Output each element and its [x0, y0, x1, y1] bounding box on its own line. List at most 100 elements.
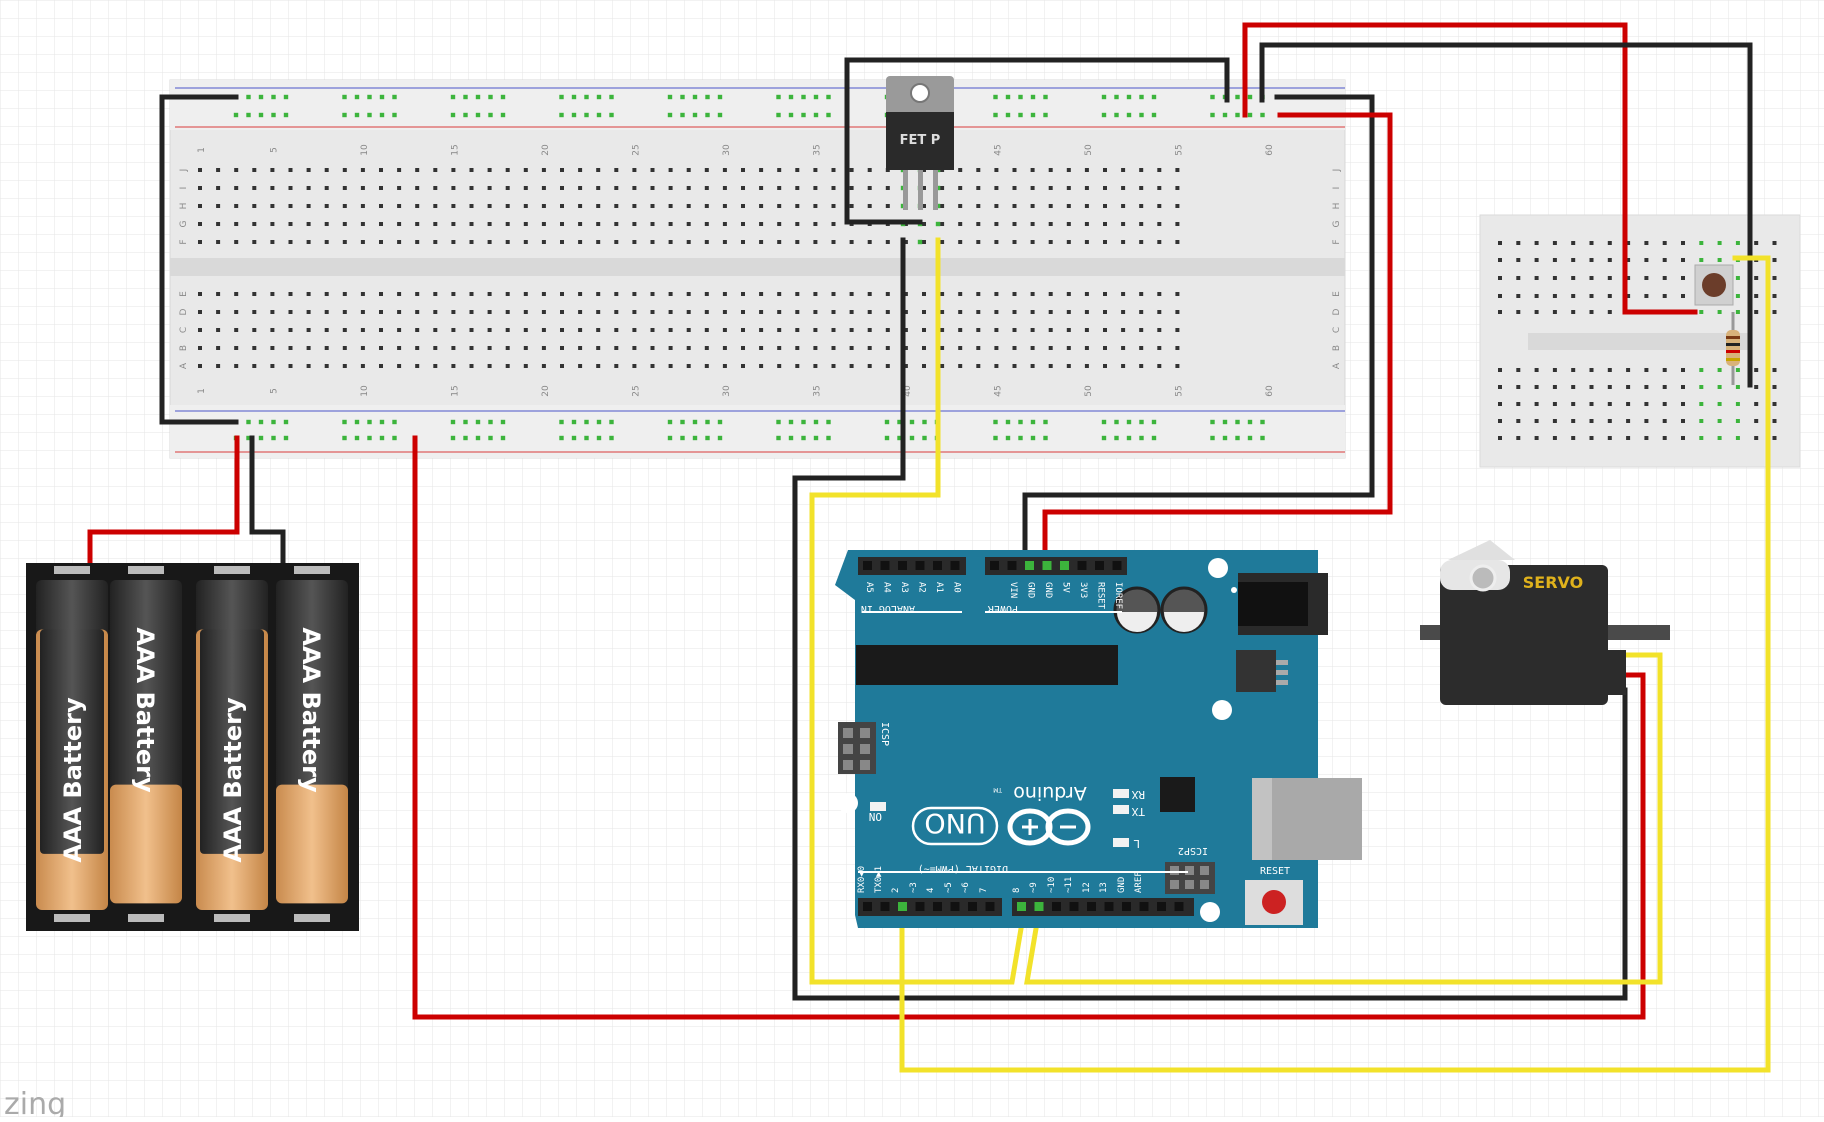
battery-pack-4xaaa[interactable]: AAA Battery AAA Battery AAA Battery AAA Bat… [26, 563, 359, 931]
arduino-pin-label: A5 [864, 582, 874, 593]
wire-servo-gnd-black[interactable] [792, 237, 1628, 1001]
arduino-pin-label: ~6 [961, 882, 971, 893]
resistor[interactable] [1726, 312, 1740, 385]
arduino-pin-label: 8 [1012, 888, 1022, 893]
battery-cell: AAA Battery [36, 566, 108, 922]
breadboard-row-letter: A [179, 362, 189, 369]
p-channel-fet[interactable]: FET P [886, 76, 954, 210]
arduino-brand: Arduino [1013, 782, 1087, 804]
breadboard-row-letter: D [1332, 308, 1342, 315]
servo-label: SERVO [1523, 573, 1583, 592]
breadboard-row-letter: J [179, 169, 189, 173]
breadboard-column-number: 20 [541, 144, 551, 156]
wire-gnd-black[interactable] [1022, 94, 1375, 570]
breadboard-column-number: 60 [1265, 144, 1275, 156]
arduino-pin-label: VIN [1008, 582, 1018, 598]
arduino-pin-label: A1 [934, 582, 944, 593]
arduino-uno[interactable]: RESET ICSP ICSP2 RX TX L ON UNO Arduino … [835, 550, 1362, 928]
breadboard-column-number: 5 [269, 147, 279, 153]
uno-label: UNO [924, 807, 985, 838]
arduino-pin-label: A4 [882, 582, 892, 593]
arduino-pin-label: RX0◀0 [857, 866, 867, 893]
breadboard-row-letter: J [1332, 169, 1342, 173]
battery-cell-label: AAA Battery [131, 627, 159, 793]
breadboard-column-number: 50 [1084, 144, 1094, 156]
breadboard-column-number: 30 [722, 144, 732, 156]
arduino-pin-label: GND [1043, 582, 1053, 598]
battery-lead-red[interactable] [87, 435, 240, 568]
battery-cell-label: AAA Battery [59, 697, 87, 863]
servo-motor[interactable]: SERVO [1420, 540, 1670, 705]
arduino-pin-label: ~9 [1029, 882, 1039, 893]
breadboard-column-number: 40 [903, 385, 913, 397]
watermark-text: zing [4, 1087, 66, 1117]
arduino-pin-label: AREF [1134, 871, 1144, 893]
icsp-label: ICSP [879, 722, 890, 746]
arduino-pin-label: 7 [979, 888, 989, 893]
power-label: POWER [987, 603, 1018, 614]
wires [87, 22, 1771, 1073]
breadboard-row-letter: I [1332, 187, 1342, 190]
arduino-pin-label: TX0▶1 [874, 866, 884, 893]
arduino-pin-label: RESET [1096, 582, 1106, 610]
small-breadboard [1479, 214, 1801, 468]
arduino-pin-label: 12 [1082, 882, 1092, 893]
wire-rail-jumper-black[interactable] [159, 94, 239, 425]
arduino-pin-label: 13 [1099, 882, 1109, 893]
breadboard-column-number: 50 [1084, 385, 1094, 397]
breadboard-column-number: 30 [722, 385, 732, 397]
arduino-pin-label: ~10 [1047, 877, 1057, 893]
breadboard-row-letter: B [1332, 345, 1342, 351]
breadboard-row-letter: G [179, 220, 189, 227]
breadboard-row-letter: A [1332, 362, 1342, 369]
arduino-pin-label: 3V3 [1078, 582, 1088, 598]
wire-fet-gnd-black[interactable] [844, 57, 1230, 225]
rx-label: RX [1131, 788, 1145, 801]
breadboard-column-number: 45 [993, 385, 1003, 396]
breadboard-column-number: 20 [541, 385, 551, 397]
arduino-pin-label: ~5 [944, 882, 954, 893]
breadboard-column-number: 10 [360, 385, 370, 397]
battery-cell: AAA Battery [276, 566, 348, 922]
pushbutton[interactable] [1694, 264, 1734, 306]
breadboard-row-letter: C [179, 327, 189, 333]
breadboard-row-letter: H [1332, 203, 1342, 210]
breadboard-row-letter: B [179, 345, 189, 351]
wire-servo-power-red[interactable] [412, 435, 1646, 1020]
breadboard-column-number: 1 [197, 147, 207, 153]
arduino-pin-label: A2 [917, 582, 927, 593]
arduino-pin-label: A0 [952, 582, 962, 593]
battery-lead-black[interactable] [249, 435, 286, 568]
arduino-logo [1007, 808, 1091, 846]
arduino-pin-label: 5V [1061, 582, 1071, 593]
arduino-pin-label: 4 [926, 888, 936, 893]
breadboard-column-number: 25 [631, 144, 641, 155]
breadboard-row-letter: G [1332, 220, 1342, 227]
breadboard-column-number: 15 [450, 144, 460, 155]
battery-cell: AAA Battery [196, 566, 268, 922]
wire-servo-signal-yellow[interactable] [1024, 652, 1663, 985]
breadboard-column-number: 10 [360, 144, 370, 156]
arduino-pin-label: GND [1117, 877, 1127, 893]
breadboard-row-letter: F [179, 239, 189, 244]
breadboard-row-letter: E [1332, 291, 1342, 297]
breadboard-column-number: 55 [1174, 385, 1184, 396]
breadboard-row-letter: I [179, 187, 189, 190]
breadboard-row-letter: F [1332, 239, 1342, 244]
arduino-pin-label: IOREF [1113, 582, 1123, 609]
breadboard-column-number: 45 [993, 144, 1003, 155]
breadboard-column-number: 35 [812, 144, 822, 155]
breadboard-column-number: 1 [197, 388, 207, 394]
wire-rail-to-button-red[interactable] [1242, 22, 1698, 315]
reset-label: RESET [1260, 866, 1290, 877]
wire-fet-gate-yellow[interactable] [809, 237, 1028, 985]
breadboard-column-number: 5 [269, 388, 279, 394]
breadboard-row-letter: D [179, 308, 189, 315]
wire-button-yellow[interactable] [899, 255, 1771, 1073]
battery-cell-label: AAA Battery [297, 627, 325, 793]
breadboard-column-number: 25 [631, 385, 641, 396]
wire-5v-red[interactable] [1042, 112, 1393, 570]
wire-rail-to-resistor-black[interactable] [1259, 42, 1753, 388]
arduino-pin-label: 2 [891, 888, 901, 893]
